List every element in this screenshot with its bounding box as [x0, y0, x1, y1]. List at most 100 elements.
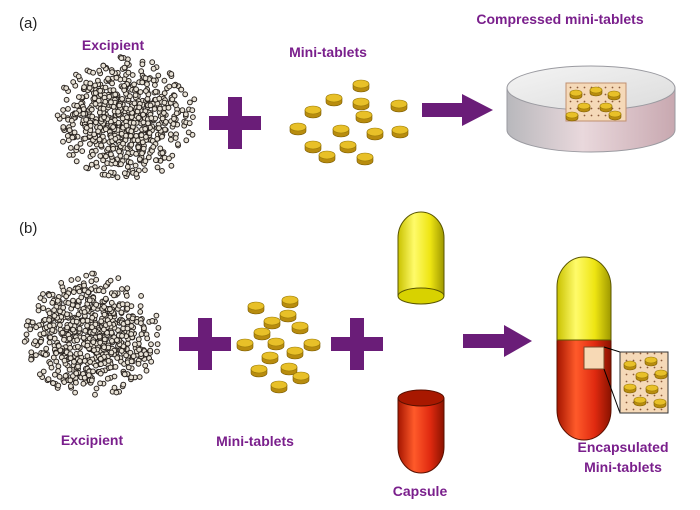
excipient-particle — [128, 331, 135, 337]
excipient-particle — [109, 69, 115, 75]
excipient-particle — [96, 67, 103, 74]
capsule-cap-icon — [397, 211, 445, 305]
excipient-particle — [96, 109, 103, 116]
excipient-particle — [147, 347, 154, 354]
excipient-particle — [27, 326, 34, 333]
excipient-particle — [125, 364, 132, 371]
excipient-particle — [170, 121, 177, 127]
excipient-particle — [124, 325, 131, 332]
mini-tablet-icon — [352, 97, 370, 111]
excipient-particle — [124, 340, 131, 347]
excipient-particle — [54, 297, 61, 304]
excipient-particle — [29, 319, 36, 326]
excipient-particle — [89, 270, 95, 277]
excipient-particle — [96, 333, 103, 340]
mini-tablet-icon — [355, 110, 373, 124]
excipient-particle — [121, 64, 128, 71]
mini-tablet-icon — [279, 309, 297, 323]
excipient-particle — [69, 134, 76, 141]
excipient-particle — [84, 353, 91, 359]
excipient-particle — [154, 341, 161, 348]
excipient-particle — [123, 122, 130, 129]
excipient-particle — [111, 292, 117, 299]
excipient-particle — [133, 171, 140, 177]
mini-tablet-icon — [318, 150, 336, 164]
excipient-particle — [97, 380, 103, 387]
excipient-particle — [48, 364, 55, 371]
capsule-window — [583, 346, 605, 370]
excipient-particle — [101, 311, 108, 318]
excipient-particle — [60, 113, 67, 119]
excipient-particle — [142, 362, 149, 369]
excipient-particle — [135, 137, 141, 144]
excipient-particle — [88, 161, 95, 168]
excipient-particle — [45, 376, 52, 383]
excipient-particle — [59, 329, 66, 336]
excipient-particle — [123, 153, 130, 160]
excipient-particle — [139, 61, 146, 68]
excipient-particles-a — [54, 54, 198, 181]
excipient-particle — [116, 148, 122, 155]
excipient-particle — [114, 337, 120, 344]
excipient-particle — [125, 69, 132, 76]
mini-tablet-icon — [236, 338, 254, 352]
mini-tablet-icon — [589, 86, 603, 97]
excipient-particle — [153, 157, 159, 164]
excipient-particle — [166, 83, 173, 90]
excipient-particle — [183, 137, 190, 144]
excipient-particle — [65, 300, 72, 306]
mini-tablet-icon — [281, 295, 299, 309]
excipient-particle — [40, 291, 46, 297]
excipient-particle — [103, 153, 109, 160]
mini-tablet-icon — [304, 105, 322, 119]
mini-tablet-icon — [292, 371, 310, 385]
excipient-particle — [50, 380, 56, 387]
excipient-particle — [73, 379, 79, 386]
excipient-particle — [80, 318, 86, 324]
excipient-particle — [149, 318, 156, 324]
excipient-particle — [152, 88, 159, 95]
excipient-particle — [167, 131, 174, 138]
excipient-particle — [159, 150, 166, 156]
plus-icon — [209, 97, 261, 149]
excipient-particle — [74, 337, 80, 344]
excipient-particle — [142, 158, 149, 165]
excipient-particle — [105, 358, 112, 364]
excipient-particle — [43, 345, 50, 352]
excipient-particle — [73, 158, 80, 165]
excipient-particle — [89, 314, 96, 321]
excipient-particle — [33, 324, 39, 331]
excipient-particle — [51, 307, 57, 314]
excipient-particle — [73, 144, 80, 151]
capsule-body-icon — [397, 389, 445, 474]
tablets-in-inset — [623, 356, 668, 409]
excipient-particle — [118, 309, 125, 316]
excipient-particle — [53, 358, 60, 365]
excipient-particle — [107, 364, 114, 371]
excipient-particle — [83, 116, 89, 123]
excipient-particle — [33, 352, 39, 359]
excipient-particle — [92, 391, 98, 398]
excipient-particle — [124, 305, 131, 312]
excipient-particle — [131, 81, 138, 88]
excipient-particle — [89, 324, 95, 331]
mini-tablet-icon — [654, 369, 668, 380]
excipient-particle — [72, 389, 78, 396]
excipient-particle — [112, 91, 119, 98]
excipient-particle — [106, 320, 113, 327]
excipient-particle — [124, 60, 130, 67]
excipient-particle — [90, 368, 96, 375]
excipient-particle — [46, 323, 53, 329]
excipient-particle — [115, 275, 122, 282]
mini-tablet-icon — [577, 102, 591, 113]
excipient-particle — [64, 133, 71, 139]
excipient-particle — [147, 102, 154, 109]
excipient-particle — [124, 319, 131, 326]
mini-tablets-group-a — [289, 79, 409, 166]
excipient-particle — [146, 130, 153, 136]
excipient-particle — [185, 129, 192, 136]
mini-tablet-icon — [332, 124, 350, 138]
excipient-particle — [105, 172, 112, 179]
excipient-particle — [108, 151, 114, 158]
